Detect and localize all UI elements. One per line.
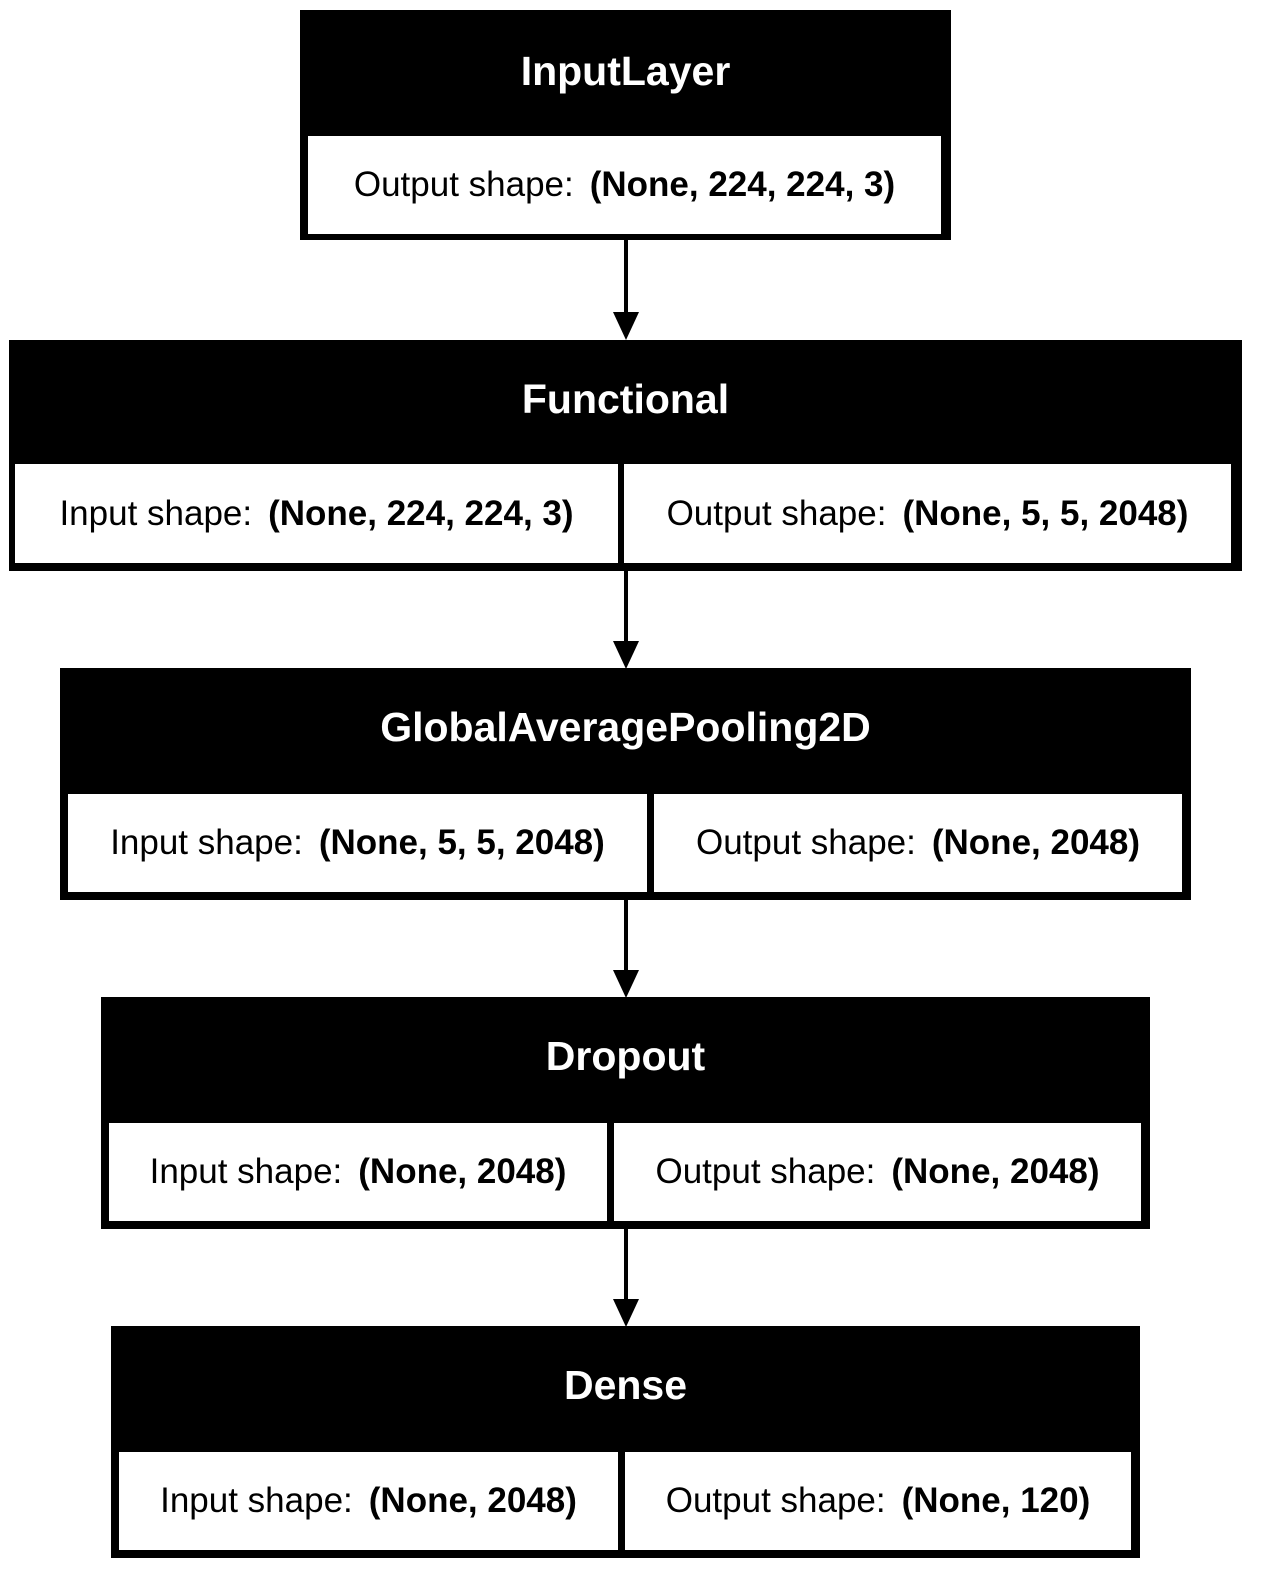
- input-shape-label: Input shape:: [149, 1152, 343, 1191]
- node-globalaveragepooling2d: GlobalAveragePooling2D Input shape: (Non…: [60, 668, 1191, 900]
- input-shape-cell: Input shape: (None, 2048): [119, 1452, 618, 1550]
- node-title: InputLayer: [520, 48, 731, 94]
- output-shape-value: (None, 224, 224, 3): [589, 165, 896, 204]
- input-shape-label: Input shape:: [110, 823, 303, 862]
- edge-connector: [624, 240, 628, 314]
- node-dense: Dense Input shape: (None, 2048) Output s…: [111, 1326, 1140, 1558]
- output-shape-label: Output shape:: [665, 1481, 886, 1520]
- arrowhead-icon: [613, 641, 639, 669]
- node-functional: Functional Input shape: (None, 224, 224,…: [9, 340, 1242, 571]
- input-shape-value: (None, 2048): [358, 1152, 567, 1191]
- input-shape-cell: Input shape: (None, 2048): [109, 1123, 607, 1221]
- input-shape-cell: Input shape: (None, 5, 5, 2048): [68, 794, 647, 892]
- node-dropout: Dropout Input shape: (None, 2048) Output…: [101, 997, 1150, 1229]
- output-shape-value: (None, 2048): [891, 1152, 1100, 1191]
- output-shape-cell: Output shape: (None, 5, 5, 2048): [624, 464, 1231, 563]
- node-title: GlobalAveragePooling2D: [380, 704, 871, 750]
- edge-connector: [624, 571, 628, 643]
- input-shape-label: Input shape:: [160, 1481, 353, 1520]
- node-title: Dense: [563, 1362, 688, 1408]
- output-shape-cell: Output shape: (None, 224, 224, 3): [308, 136, 941, 234]
- edge-connector: [624, 1229, 628, 1301]
- node-inputlayer: InputLayer Output shape: (None, 224, 224…: [300, 10, 951, 240]
- output-shape-cell: Output shape: (None, 2048): [614, 1123, 1141, 1221]
- output-shape-value: (None, 120): [901, 1481, 1091, 1520]
- output-shape-label: Output shape:: [655, 1152, 876, 1191]
- input-shape-value: (None, 224, 224, 3): [268, 493, 574, 533]
- node-title: Functional: [521, 376, 730, 422]
- output-shape-cell: Output shape: (None, 2048): [654, 794, 1182, 892]
- edge-connector: [624, 900, 628, 972]
- input-shape-value: (None, 5, 5, 2048): [318, 823, 605, 862]
- input-shape-value: (None, 2048): [368, 1481, 577, 1520]
- output-shape-label: Output shape:: [666, 493, 887, 533]
- output-shape-cell: Output shape: (None, 120): [625, 1452, 1131, 1550]
- output-shape-value: (None, 5, 5, 2048): [902, 493, 1189, 533]
- output-shape-label: Output shape:: [353, 165, 574, 204]
- input-shape-label: Input shape:: [59, 493, 253, 533]
- node-title: Dropout: [545, 1033, 706, 1079]
- arrowhead-icon: [613, 1299, 639, 1327]
- output-shape-value: (None, 2048): [931, 823, 1140, 862]
- arrowhead-icon: [613, 312, 639, 340]
- arrowhead-icon: [613, 970, 639, 998]
- input-shape-cell: Input shape: (None, 224, 224, 3): [15, 464, 618, 563]
- output-shape-label: Output shape:: [695, 823, 916, 862]
